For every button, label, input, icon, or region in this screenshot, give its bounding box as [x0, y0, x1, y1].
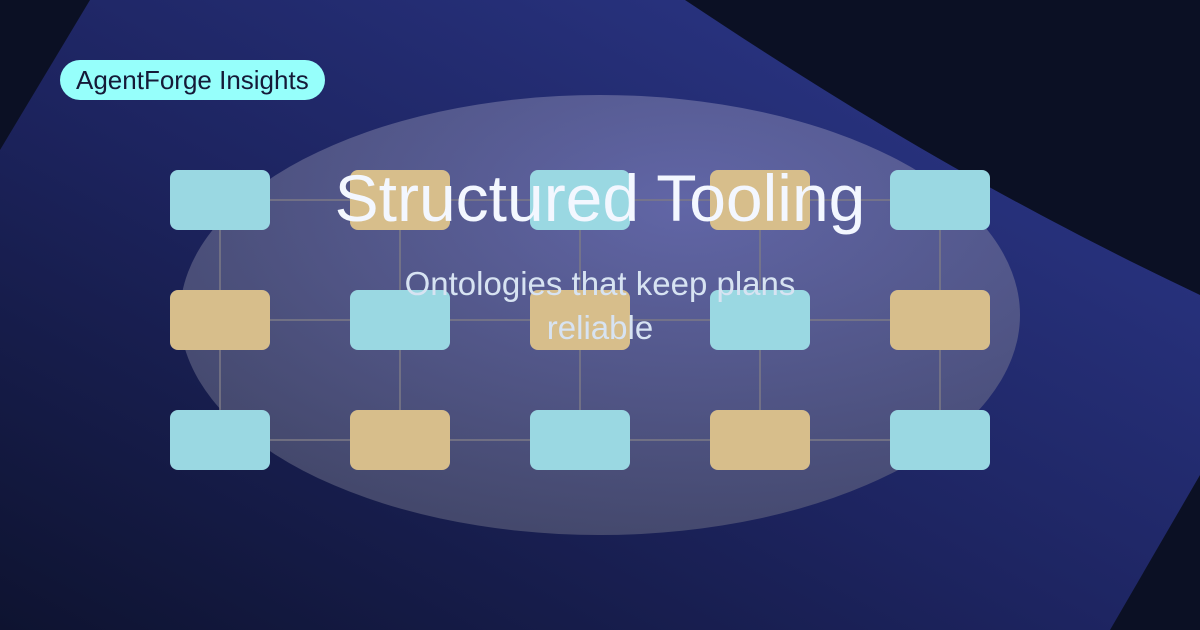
page-title: Structured Tooling [334, 161, 866, 235]
node-cyan [530, 170, 630, 230]
node-cyan [170, 410, 270, 470]
node-tan [710, 170, 810, 230]
node-tan [710, 410, 810, 470]
node-cyan [530, 410, 630, 470]
node-tan [890, 290, 990, 350]
node-tan [530, 290, 630, 350]
node-tan [350, 170, 450, 230]
node-tan [170, 290, 270, 350]
page-subtitle: Ontologies that keep plans reliable [404, 265, 796, 346]
node-cyan [350, 290, 450, 350]
node-tan [350, 410, 450, 470]
node-cyan [170, 170, 270, 230]
brand-badge: AgentForge Insights [60, 60, 325, 100]
node-cyan [890, 170, 990, 230]
node-cyan [710, 290, 810, 350]
node-grid [170, 170, 990, 470]
node-cyan [890, 410, 990, 470]
